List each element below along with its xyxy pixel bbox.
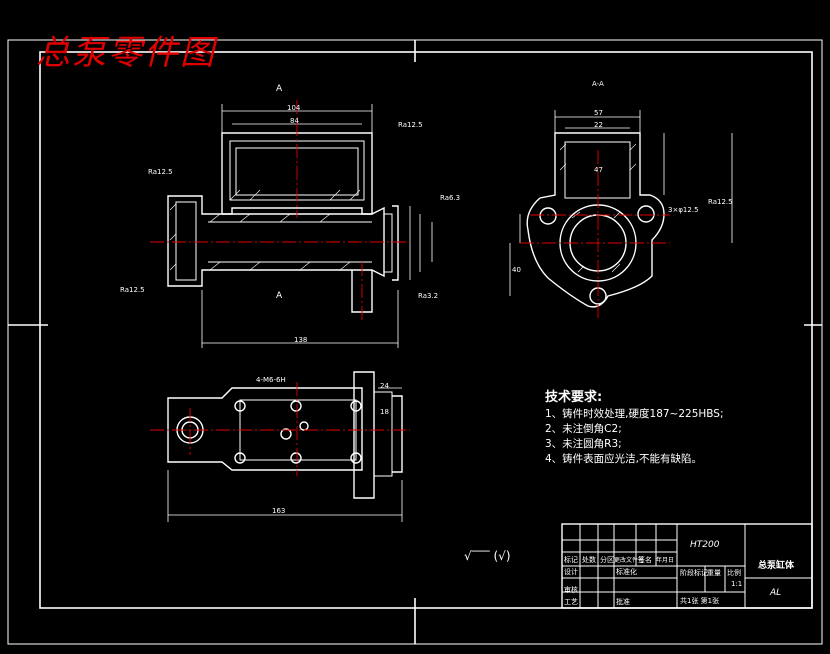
top-view: [167, 371, 403, 522]
view-label-aa: A-A: [592, 80, 604, 88]
tb-header-1: 标记: [564, 556, 578, 564]
title-block: [561, 523, 813, 609]
tech-item-4: 4、铸件表面应光洁,不能有缺陷。: [545, 453, 703, 465]
tb-sheet-label: 共1张 第1张: [680, 597, 720, 605]
dim-right-h1: 57: [594, 109, 603, 117]
tech-item-1: 1、铸件时效处理,硬度187~225HBS;: [545, 408, 724, 420]
tb-row-process: 工艺: [564, 598, 578, 606]
dim-bottom-d2: 18: [380, 408, 389, 416]
tech-heading: 技术要求:: [545, 390, 603, 405]
roughness-note: √‾‾‾ (√): [464, 549, 511, 563]
tech-item-3: 3、未注圆角R3;: [545, 438, 622, 450]
tb-header-3: 分区: [600, 556, 614, 564]
tech-item-2: 2、未注倒角C2;: [545, 423, 622, 435]
view-label-a-top: A: [276, 84, 283, 94]
technical-requirements: 技术要求: 1、铸件时效处理,硬度187~225HBS; 2、未注倒角C2; 3…: [545, 390, 724, 467]
roughness-symbol: √‾‾‾: [464, 549, 490, 563]
inner-frame: [39, 51, 813, 609]
drawing-no: AL: [770, 588, 782, 598]
drawing-title: 总泵零件图: [36, 33, 216, 73]
tb-row-std: 标准化: [616, 568, 637, 576]
tb-header-2: 处数: [582, 556, 596, 564]
tb-header-5: 签名: [638, 556, 652, 564]
dim-right-w: 47: [594, 166, 603, 174]
roughness-note-text: (√): [493, 549, 511, 563]
tb-weight-label: 重量: [707, 569, 721, 577]
outer-frame: [7, 39, 823, 645]
dim-total-length: 138: [294, 336, 308, 344]
roughness-label-4: Ra12.5: [120, 286, 145, 294]
dim-right-holes: 3×φ12.5: [668, 206, 699, 214]
dim-right-h2: 22: [594, 121, 603, 129]
tb-scale-label: 比例: [727, 569, 741, 577]
tb-row-design: 设计: [564, 568, 578, 576]
tb-stage-label: 阶段标记: [680, 569, 708, 577]
view-label-a-bottom: A: [276, 291, 283, 301]
roughness-label-6: Ra12.5: [708, 198, 733, 206]
dim-bottom-thread: 4-M6-6H: [256, 376, 286, 384]
material: HT200: [690, 540, 720, 550]
tb-header-6: 年月日: [656, 557, 675, 564]
dim-bottom-d1: 24: [380, 382, 389, 390]
dim-bottom-length: 163: [272, 507, 286, 515]
front-view: [167, 104, 433, 348]
roughness-label-5: Ra6.3: [440, 194, 461, 202]
dim-top-outer: 104: [287, 104, 301, 112]
tb-row-check: 审核: [564, 586, 578, 594]
tb-row-approve: 批准: [616, 598, 630, 606]
roughness-label-1: Ra12.5: [398, 121, 423, 129]
roughness-label-2: Ra12.5: [148, 168, 173, 176]
scale-value: 1:1: [731, 580, 743, 588]
dim-right-h3: 40: [512, 266, 521, 274]
part-name: 总泵缸体: [758, 561, 795, 571]
roughness-label-3: Ra3.2: [418, 292, 439, 300]
section-aa-view: [509, 110, 733, 308]
dim-top-inner: 84: [290, 117, 299, 125]
tb-header-4: 更改文件号: [614, 557, 645, 564]
